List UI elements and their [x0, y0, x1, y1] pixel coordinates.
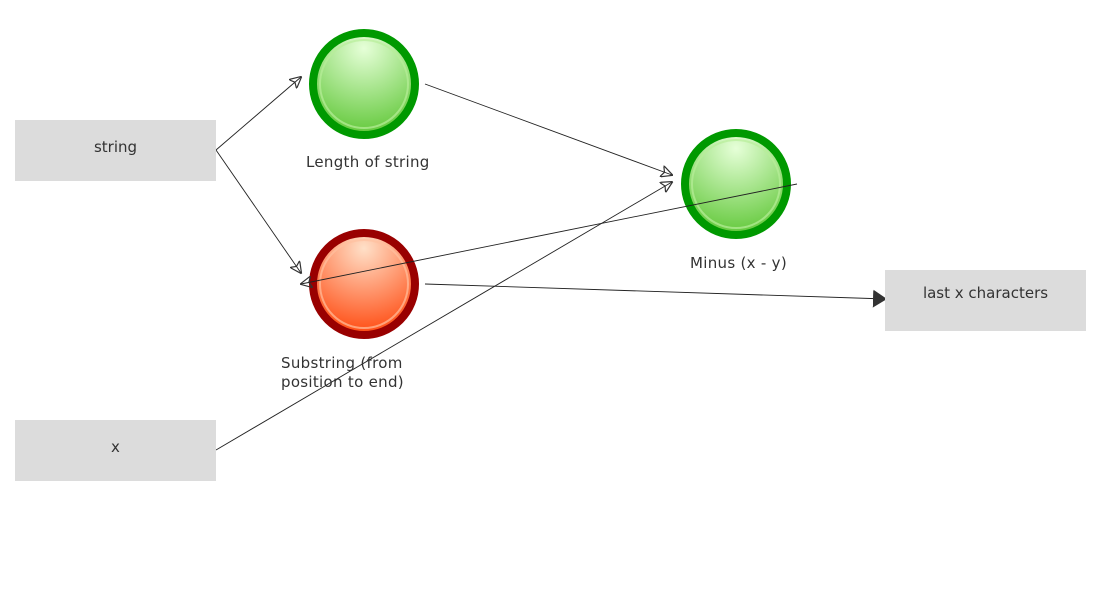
substring-label: Substring (from position to end)	[281, 354, 404, 392]
edge-x-to-minus[interactable]	[215, 182, 672, 451]
substring-label-line-1: Substring (from	[281, 354, 403, 372]
length-label: Length of string	[306, 153, 430, 171]
task-node-length[interactable]	[309, 29, 419, 139]
task-node-substring[interactable]	[309, 229, 419, 339]
data-node-string[interactable]: string	[15, 120, 216, 181]
edge-minus-to-substring[interactable]	[301, 183, 798, 284]
minus-label: Minus (x - y)	[690, 254, 788, 272]
edge-string-to-substring[interactable]	[215, 149, 301, 273]
edge-substring-to-output[interactable]	[424, 283, 887, 308]
substring-label-line-2: position to end)	[281, 373, 404, 391]
edge-length-to-minus[interactable]	[424, 83, 672, 175]
data-node-x[interactable]: x	[15, 420, 216, 481]
data-node-output[interactable]: last x characters	[885, 270, 1086, 331]
edge-string-to-length[interactable]	[215, 77, 301, 151]
task-node-minus[interactable]	[681, 129, 791, 239]
